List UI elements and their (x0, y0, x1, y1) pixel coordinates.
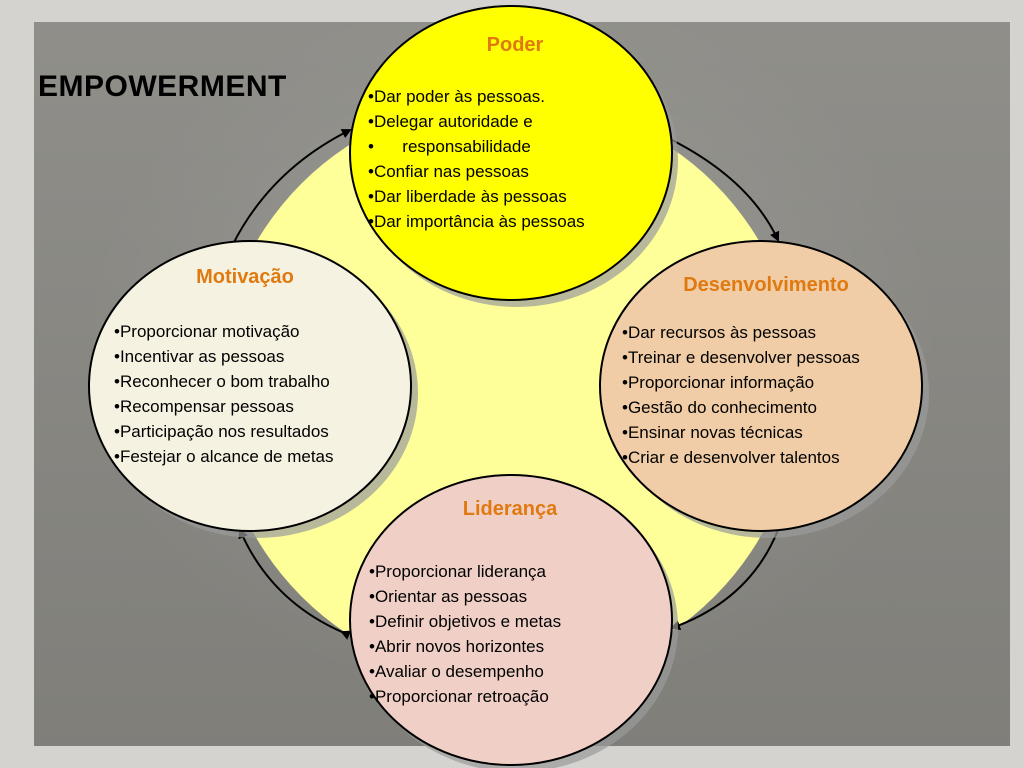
poder-item-text: responsabilidade (373, 137, 531, 156)
motivacao-item: Reconhecer o bom trabalho (114, 369, 334, 394)
desenvolvimento-title: Desenvolvimento (683, 274, 849, 296)
desenvolvimento-item: Ensinar novas técnicas (622, 420, 860, 445)
arrow-desenvolvimento-to-lideranca (670, 520, 786, 630)
desenvolvimento-item: Gestão do conhecimento (622, 395, 860, 420)
poder-list: Dar poder às pessoas. Delegar autoridade… (368, 84, 585, 234)
lideranca-item: Definir objetivos e metas (369, 609, 561, 634)
arrow-motivacao-to-poder (223, 129, 352, 256)
poder-item: Dar liberdade às pessoas (368, 184, 585, 209)
desenvolvimento-item: Criar e desenvolver talentos (622, 445, 860, 470)
lideranca-list: Proporcionar liderança Orientar as pesso… (369, 559, 561, 709)
poder-title: Poder (486, 34, 544, 56)
desenvolvimento-item: Dar recursos às pessoas (622, 320, 860, 345)
poder-item: Dar poder às pessoas. (368, 84, 585, 109)
motivacao-item: Participação nos resultados (114, 419, 334, 444)
motivacao-list: Proporcionar motivação Incentivar as pes… (114, 319, 334, 469)
lideranca-item: Proporcionar retroação (369, 684, 561, 709)
lideranca-item: Orientar as pessoas (369, 584, 561, 609)
lideranca-item: Proporcionar liderança (369, 559, 561, 584)
desenvolvimento-list: Dar recursos às pessoas Treinar e desenv… (622, 320, 860, 470)
page-title: EMPOWERMENT (38, 70, 287, 103)
poder-item: Delegar autoridade e (368, 109, 585, 134)
poder-item: responsabilidade (368, 134, 585, 159)
lideranca-title: Liderança (462, 498, 558, 520)
arrow-poder-to-desenvolvimento (662, 131, 780, 242)
arrow-lideranca-to-motivacao (238, 528, 352, 640)
central-ring (216, 98, 800, 682)
desenvolvimento-item: Treinar e desenvolver pessoas (622, 345, 860, 370)
desenvolvimento-item: Proporcionar informação (622, 370, 860, 395)
lideranca-item: Abrir novos horizontes (369, 634, 561, 659)
motivacao-item: Recompensar pessoas (114, 394, 334, 419)
poder-item: Confiar nas pessoas (368, 159, 585, 184)
motivacao-title: Motivação (196, 266, 294, 288)
lideranca-item: Avaliar o desempenho (369, 659, 561, 684)
motivacao-item: Proporcionar motivação (114, 319, 334, 344)
motivacao-item: Incentivar as pessoas (114, 344, 334, 369)
motivacao-item: Festejar o alcance de metas (114, 444, 334, 469)
poder-item: Dar importância às pessoas (368, 209, 585, 234)
